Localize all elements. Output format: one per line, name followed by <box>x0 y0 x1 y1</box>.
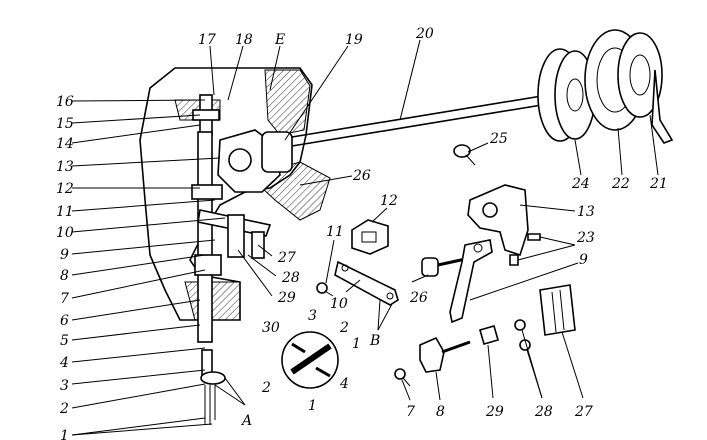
plate-27 <box>539 284 576 336</box>
label-19: 19 <box>345 32 363 48</box>
label-c2a: 2 <box>339 320 349 336</box>
label-8: 8 <box>60 268 69 284</box>
label-29-mid: 29 <box>277 290 296 306</box>
label-c3: 3 <box>308 308 317 324</box>
screw-7 <box>394 368 411 387</box>
label-2: 2 <box>59 401 69 417</box>
label-9-right: 9 <box>579 252 588 268</box>
link-10 <box>334 260 399 306</box>
crank-13 <box>467 184 529 257</box>
cross-section-detail <box>281 331 339 389</box>
label-3: 3 <box>60 378 69 394</box>
screws-23 <box>509 233 541 266</box>
nut-29 <box>479 325 499 345</box>
label-1: 1 <box>60 428 69 440</box>
label-11-right: 11 <box>326 224 344 240</box>
label-7: 7 <box>60 291 69 307</box>
labels-bottom: 7 8 29 28 27 <box>406 404 593 420</box>
leader-lines <box>71 39 659 436</box>
label-21: 21 <box>649 176 668 192</box>
label-11: 11 <box>56 204 74 220</box>
labels-left: 1 2 3 4 5 6 7 8 9 10 11 12 13 14 15 16 <box>56 94 74 440</box>
label-B: B <box>369 333 380 349</box>
needle-bar-assembly <box>191 94 226 425</box>
label-13-right: 13 <box>577 204 595 220</box>
label-6: 6 <box>60 313 69 329</box>
label-13: 13 <box>56 159 74 175</box>
screws-28 <box>514 319 531 351</box>
label-c4: 4 <box>339 376 349 392</box>
label-5: 5 <box>60 333 69 349</box>
machine-head-housing <box>139 67 331 321</box>
pulley-assembly <box>584 29 674 144</box>
main-shaft <box>291 92 561 147</box>
label-26-lower: 26 <box>409 290 428 306</box>
label-12: 12 <box>56 181 74 197</box>
block-12 <box>351 219 389 255</box>
labels-middle: A 27 28 29 <box>240 250 300 429</box>
label-20: 20 <box>415 26 434 42</box>
label-E: E <box>274 32 285 48</box>
label-16: 16 <box>56 94 74 110</box>
label-4: 4 <box>59 355 69 371</box>
label-27-mid: 27 <box>277 250 296 266</box>
label-29-bottom: 29 <box>485 404 504 420</box>
screw-11 <box>316 282 334 297</box>
label-9: 9 <box>60 247 69 263</box>
take-up-crank <box>197 129 293 259</box>
label-c30: 30 <box>262 320 280 336</box>
label-7-bottom: 7 <box>406 404 415 420</box>
label-22: 22 <box>611 176 630 192</box>
label-10: 10 <box>56 225 74 241</box>
label-c2b: 2 <box>261 380 271 396</box>
label-8-bottom: 8 <box>436 404 445 420</box>
label-27-bottom: 27 <box>574 404 593 420</box>
label-17: 17 <box>198 32 216 48</box>
label-14: 14 <box>56 136 74 152</box>
crank-9 <box>449 239 493 324</box>
label-15: 15 <box>56 116 74 132</box>
labels-cross-section: 3 2 30 1 4 2 1 <box>261 308 361 414</box>
label-c1b: 1 <box>308 398 317 414</box>
label-26-upper: 26 <box>352 168 371 184</box>
label-25: 25 <box>489 131 508 147</box>
label-28-mid: 28 <box>281 270 300 286</box>
label-18: 18 <box>235 32 253 48</box>
labels-right: 25 26 12 13 11 23 9 10 26 B 24 22 21 <box>326 131 668 349</box>
label-A: A <box>240 413 252 429</box>
label-12-right: 12 <box>380 193 398 209</box>
label-28-bottom: 28 <box>534 404 553 420</box>
screw-25 <box>453 144 476 166</box>
labels-top: 17 18 E 19 20 <box>198 26 434 48</box>
label-10-right: 10 <box>330 296 348 312</box>
label-c1a: 1 <box>352 336 361 352</box>
label-23: 23 <box>576 230 595 246</box>
label-24: 24 <box>571 176 590 192</box>
stud-8 <box>419 336 471 373</box>
